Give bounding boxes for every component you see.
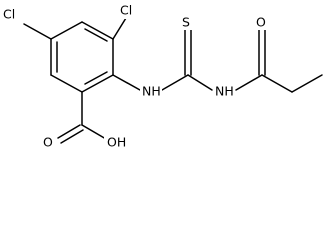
bond-c-o-double-carboxyl-b xyxy=(60,129,84,144)
chlorine-label-top: Cl xyxy=(120,3,132,18)
bond-nh-carbonyl xyxy=(235,74,263,91)
bond-c-oh xyxy=(81,124,107,140)
ring-double-bond-inner xyxy=(84,71,108,85)
bond-ring-cl-top xyxy=(112,17,127,40)
bond-ch2-ch3 xyxy=(291,74,323,93)
sulfur-label: S xyxy=(182,15,190,30)
ring-bond-c3-c4 xyxy=(81,74,114,93)
benzene-ring xyxy=(50,21,114,93)
chemical-structure: Cl Cl S O NH NH O OH xyxy=(1,3,323,151)
atom-labels: Cl Cl S O NH NH O OH xyxy=(1,3,269,151)
nh-label-aryl: NH xyxy=(142,84,161,99)
chlorine-label-left: Cl xyxy=(3,7,15,22)
nh-label-amide: NH xyxy=(215,84,234,99)
bond-nh-thiocarbonyl xyxy=(161,74,189,91)
bond-carbonyl-ch2 xyxy=(261,74,293,93)
hydroxyl-label: OH xyxy=(107,135,126,150)
bond-c-o-double-carboxyl-a xyxy=(57,124,81,139)
ring-bond-c4-c5 xyxy=(50,74,83,93)
oxygen-label-amide: O xyxy=(256,15,266,30)
oxygen-label-carboxyl: O xyxy=(43,135,53,150)
ring-double-bond-inner xyxy=(84,28,108,42)
bond-ring-cl-left xyxy=(23,23,52,40)
ring-bond-c6-c1 xyxy=(50,21,83,40)
bond-thiocarbonyl-nh xyxy=(187,74,213,91)
ring-bond-c1-c2 xyxy=(81,21,114,40)
bond-ring-nh xyxy=(112,74,141,91)
